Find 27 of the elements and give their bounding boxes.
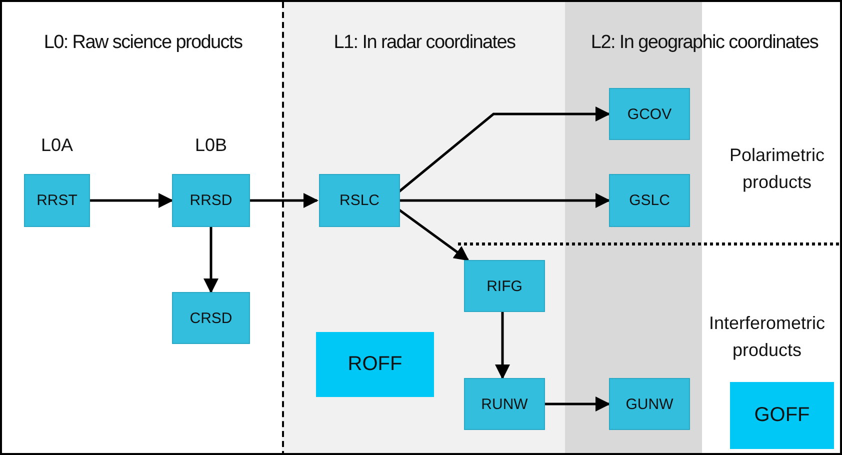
product-box: RSLC [319,174,400,227]
arrow [397,106,610,194]
arrow [397,208,470,261]
product-box: CRSD [172,292,250,344]
product-box: RUNW [464,378,545,430]
level-label: L0A [40,135,74,156]
group-label: Polarimetric products [728,144,826,194]
column-band [282,2,567,453]
arrow [543,396,610,412]
arrow [204,227,218,294]
arrow [495,312,510,380]
product-box: GUNW [609,378,690,430]
arrow [250,193,318,208]
level-label: L0B [194,135,228,156]
product-code: RRST [36,192,78,209]
product-box: GOFF [730,382,834,449]
product-box: ROFF [316,332,434,397]
arrow [398,193,610,208]
column-heading: L0: Raw science products [42,32,244,54]
product-box: GCOV [609,88,690,140]
column-heading: L1: In radar coordinates [332,32,516,54]
product-code: RRSD [190,192,232,209]
group-label: Interferometric products [708,312,826,362]
arrow [90,193,174,208]
product-box: GSLC [609,174,690,227]
product-box: RIFG [464,260,545,312]
column-heading: L2: In geographic coordinates [590,32,820,54]
